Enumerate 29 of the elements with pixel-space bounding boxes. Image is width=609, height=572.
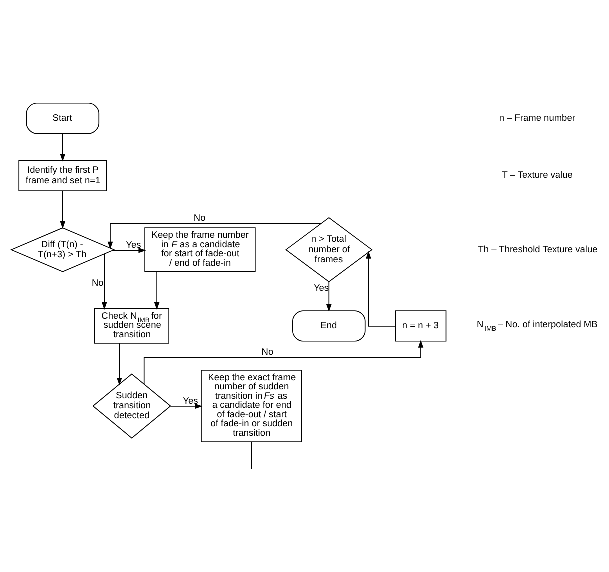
arrow: [144, 340, 424, 384]
node-diamond: Sudden transition detected: [92, 373, 172, 438]
label: n – Frame number: [499, 112, 576, 122]
label: Th – Threshold Texture value: [478, 244, 598, 254]
arrow: [60, 132, 66, 162]
arrow: [60, 190, 66, 229]
edge-label: Yes: [183, 395, 198, 406]
node-box: Identify the first P frame and set n=1: [18, 160, 108, 191]
node-box: Keep the frame number in F as a candidate for start of fade-out / end of fade-in: [144, 227, 256, 272]
arrow: [366, 250, 396, 326]
node-box: Keep the exact frame number of sudden transition in Fs as a candidate for end of fade-out / start of fade-in or sudden transition: [201, 370, 302, 442]
arrow: [154, 271, 160, 310]
arrow: [102, 253, 108, 310]
label: T – Texture value: [502, 170, 573, 180]
arrow: [116, 342, 122, 386]
arrow: [326, 281, 332, 312]
edge-label: Yes: [126, 239, 142, 250]
edge-label: No: [92, 277, 104, 288]
node-box: n = n + 3: [395, 310, 447, 342]
arrow: [108, 222, 322, 250]
node-box: End: [292, 310, 366, 342]
node-box: Check N$_{IMB}$ for sudden scene transition: [94, 308, 170, 344]
connector: [251, 441, 252, 469]
node-box: Start: [26, 102, 100, 134]
arrow: [170, 403, 203, 409]
edge-label: No: [262, 346, 274, 356]
arrow: [112, 247, 146, 253]
edge-label: No: [194, 212, 206, 222]
label: N$_{IMB}$ – No. of interpolated MB: [477, 319, 598, 333]
